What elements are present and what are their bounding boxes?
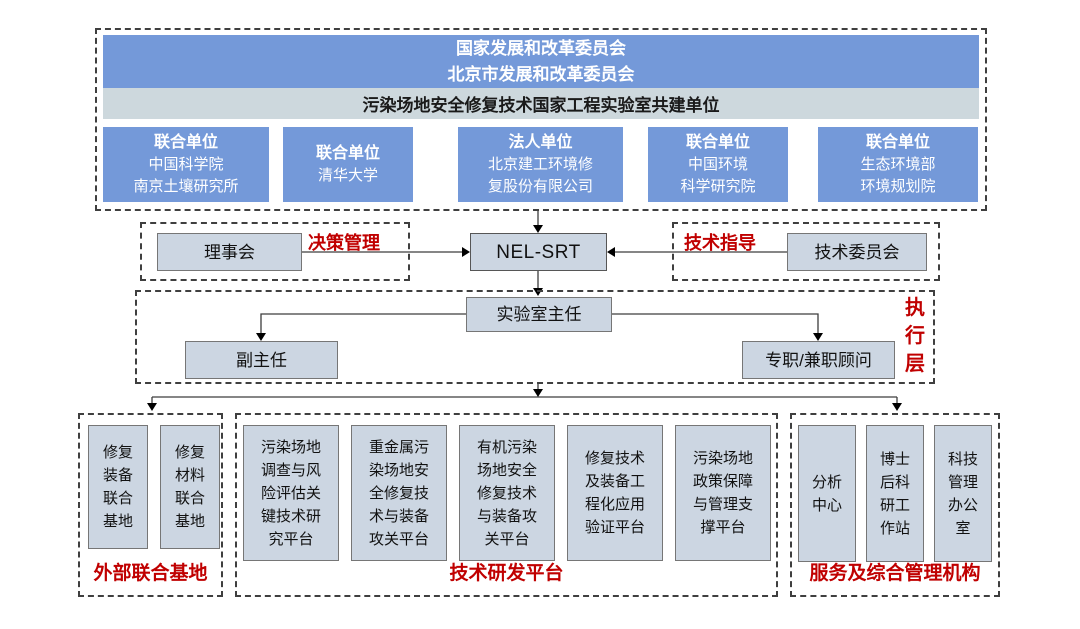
unit-role: 联合单位 — [315, 144, 380, 162]
technical-guidance-label: 技术指导 — [684, 233, 756, 253]
repair-equipment-base-box: 修复 装备 联合 基地 — [88, 425, 148, 549]
engineering-validation-platform-box: 修复技术 及装备工 程化应用 验证平台 — [567, 425, 663, 561]
executive-layer-label: 执 行 层 — [905, 297, 925, 375]
rd-platforms-section: 污染场地 调查与风 险评估关 键技术研 究平台 重金属污 染场地安 全修复技 术… — [235, 413, 778, 597]
service-admin-section: 分析 中心 博士 后科 研工 作站 科技 管理 办公 室 服务及综合管理机构 — [790, 413, 1000, 597]
council-box: 理事会 — [157, 233, 302, 271]
unit-name: 中国科学院 南京土壤研究所 — [133, 155, 239, 195]
analysis-center-box: 分析 中心 — [798, 425, 856, 562]
external-bases-section: 修复 装备 联合 基地 修复 材料 联合 基地 外部联合基地 — [78, 413, 223, 597]
unit-box-mee-planning-institute: 联合单位 生态环境部 环境规划院 — [818, 127, 978, 202]
service-admin-label: 服务及综合管理机构 — [809, 563, 981, 584]
site-survey-risk-platform-box: 污染场地 调查与风 险评估关 键技术研 究平台 — [243, 425, 339, 561]
unit-name: 生态环境部 环境规划院 — [860, 155, 936, 195]
unit-name: 清华大学 — [317, 166, 378, 184]
deputy-director-box: 副主任 — [185, 341, 338, 379]
top-commissions-header: 国家发展和改革委员会 北京市发展和改革委员会 — [103, 35, 979, 88]
sci-tech-office-box: 科技 管理 办公 室 — [934, 425, 992, 562]
technical-committee-box: 技术委员会 — [787, 233, 927, 271]
unit-role: 联合单位 — [153, 133, 218, 151]
repair-materials-base-box: 修复 材料 联合 基地 — [160, 425, 220, 549]
external-bases-label: 外部联合基地 — [93, 563, 208, 584]
unit-name: 中国环境 科学研究院 — [680, 155, 756, 195]
lab-co-builders-banner: 污染场地安全修复技术国家工程实验室共建单位 — [103, 88, 979, 119]
nel-srt-box: NEL-SRT — [470, 233, 607, 271]
decision-management-label: 决策管理 — [308, 233, 380, 253]
executive-layer-section: 实验室主任 副主任 专职/兼职顾问 执 行 层 — [135, 290, 935, 384]
technical-guidance-group: 技术指导 技术委员会 — [672, 222, 940, 281]
advisors-box: 专职/兼职顾问 — [742, 341, 895, 379]
postdoc-station-box: 博士 后科 研工 作站 — [866, 425, 924, 562]
unit-role: 法人单位 — [508, 133, 573, 151]
unit-role: 联合单位 — [865, 133, 930, 151]
rd-platforms-label: 技术研发平台 — [449, 563, 564, 584]
unit-box-craes: 联合单位 中国环境 科学研究院 — [648, 127, 788, 202]
policy-support-platform-box: 污染场地 政策保障 与管理支 撑平台 — [675, 425, 771, 561]
unit-box-tsinghua: 联合单位 清华大学 — [283, 127, 413, 202]
decision-management-group: 理事会 决策管理 — [140, 222, 410, 281]
co-builders-section: 国家发展和改革委员会 北京市发展和改革委员会 污染场地安全修复技术国家工程实验室… — [95, 28, 987, 211]
organic-pollution-platform-box: 有机污染 场地安全 修复技术 与装备攻 关平台 — [459, 425, 555, 561]
unit-name: 北京建工环境修 复股份有限公司 — [487, 155, 593, 195]
lab-director-box: 实验室主任 — [466, 297, 612, 332]
unit-box-cas-nanjing-soil: 联合单位 中国科学院 南京土壤研究所 — [103, 127, 269, 202]
heavy-metal-platform-box: 重金属污 染场地安 全修复技 术与装备 攻关平台 — [351, 425, 447, 561]
unit-role: 联合单位 — [685, 133, 750, 151]
unit-box-bceer-legal-entity: 法人单位 北京建工环境修 复股份有限公司 — [458, 127, 623, 202]
